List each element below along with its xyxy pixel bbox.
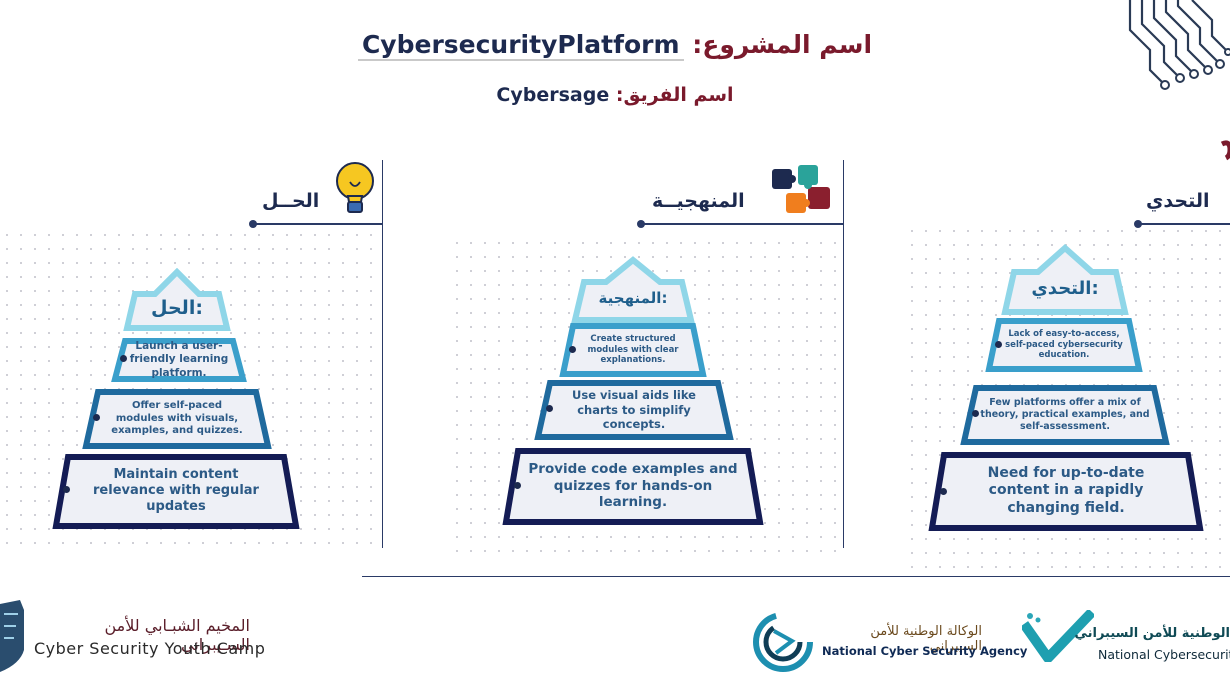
solution-level-2: Offer self-paced modules with visuals, e…	[80, 388, 274, 450]
puzzle-icon	[772, 165, 830, 213]
project-title: اسم المشروع: CybersecurityPlatform	[357, 30, 873, 61]
authority-name-en: National Cybersecurity	[1098, 647, 1230, 662]
solution-level-2-text: Offer self-paced modules with visuals, e…	[111, 400, 243, 437]
camp-shield-logo	[0, 600, 24, 672]
challenge-level-1-text: Lack of easy-to-access, self-paced cyber…	[1005, 329, 1123, 361]
challenge-level-2: Few platforms offer a mix of theory, pra…	[958, 384, 1172, 446]
challenge-top-label: التحدي:	[1031, 277, 1099, 299]
bottom-divider	[362, 576, 1230, 577]
methodology-level-3-text: Provide code examples and quizzes for ha…	[528, 460, 738, 511]
circuit-decoration	[1128, 0, 1230, 90]
methodology-heading-underline	[637, 220, 843, 228]
challenge-heading-underline	[1134, 220, 1230, 228]
challenge-level-3: Need for up-to-date content in a rapidly…	[926, 450, 1206, 532]
divider-left	[382, 160, 383, 548]
divider-right	[843, 160, 844, 548]
solution-level-3-text: Maintain content relevance with regular …	[93, 466, 259, 515]
team-title: اسم الفريق: Cybersage	[496, 84, 733, 106]
solution-level-3: Maintain content relevance with regular …	[50, 452, 302, 530]
team-name: Cybersage	[496, 84, 610, 106]
question-icon	[1220, 140, 1230, 161]
methodology-level-2: Use visual aids like charts to simplify …	[532, 379, 736, 441]
agency-name-en: National Cyber Security Agency	[822, 644, 1028, 658]
project-title-row: اسم المشروع: CybersecurityPlatform	[0, 30, 1230, 61]
methodology-level-1-text: Create structured modules with clear exp…	[587, 334, 679, 366]
authority-logo	[1022, 610, 1094, 662]
solution-level-1: Launch a user-friendly learning platform…	[109, 337, 249, 383]
agency-name-ar: الوكالة الوطنية للأمن السيبراني	[870, 624, 982, 654]
camp-name-ar: المخيم الشبـابي للأمن السـيبراني	[104, 616, 251, 654]
methodology-level-3: Provide code examples and quizzes for ha…	[500, 446, 766, 526]
project-name: CybersecurityPlatform	[357, 30, 684, 61]
agency-logo	[753, 612, 813, 672]
team-label: اسم الفريق:	[615, 84, 734, 106]
lightbulb-icon	[336, 162, 374, 213]
methodology-top-label: المنهجية:	[598, 288, 668, 307]
methodology-heading: المنهجيــة	[652, 190, 745, 212]
camp-name-en: Cyber Security Youth Camp	[34, 639, 266, 658]
team-row: اسم الفريق: Cybersage	[0, 84, 1230, 106]
methodology-pyramid-top: المنهجية:	[570, 256, 696, 324]
challenge-level-1: Lack of easy-to-access, self-paced cyber…	[983, 317, 1145, 373]
challenge-pyramid-top: التحدي:	[1000, 244, 1130, 316]
methodology-level-2-text: Use visual aids like charts to simplify …	[572, 388, 696, 432]
solution-heading-underline	[249, 220, 383, 228]
challenge-level-2-text: Few platforms offer a mix of theory, pra…	[980, 397, 1150, 432]
project-label: اسم المشروع:	[692, 30, 873, 59]
solution-heading: الحــل	[262, 190, 320, 212]
challenge-heading: التحدي	[1146, 190, 1210, 212]
solution-level-1-text: Launch a user-friendly learning platform…	[129, 340, 229, 379]
challenge-level-3-text: Need for up-to-date content in a rapidly…	[987, 464, 1145, 516]
solution-top-label: الحل:	[151, 297, 203, 320]
methodology-level-1: Create structured modules with clear exp…	[557, 322, 709, 378]
authority-name-ar: الوطنية للأمن السيبراني	[1074, 626, 1230, 641]
solution-pyramid-top: الحل:	[122, 268, 232, 332]
